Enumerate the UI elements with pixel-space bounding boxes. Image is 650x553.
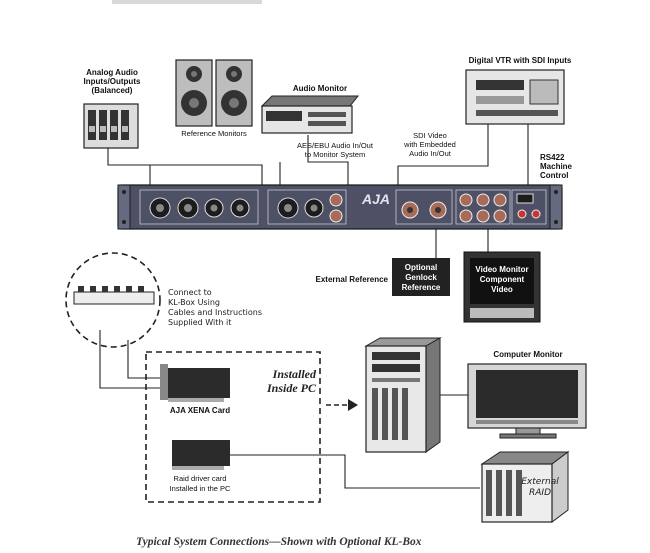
connect-kl-label-1: Connect to: [168, 288, 212, 297]
raid-driver-card: [172, 440, 230, 470]
digital-vtr-label: Digital VTR with SDI Inputs: [469, 56, 572, 65]
aes-ebu-label-2: to Monitor System: [305, 150, 365, 159]
external-raid-label-1: External: [521, 477, 559, 487]
audio-monitor-unit: [260, 95, 360, 134]
raid-card-label-2: Installed in the PC: [170, 484, 231, 493]
reference-monitors-label: Reference Monitors: [181, 129, 247, 138]
reference-monitor-speakers: [175, 59, 253, 127]
sdi-video-label-3: Audio In/Out: [409, 149, 452, 158]
genlock-label-3: Reference: [402, 283, 441, 292]
analog-audio-label-1: Analog Audio: [86, 68, 138, 77]
audio-monitor-label: Audio Monitor: [293, 84, 347, 93]
bnc-connectors: [329, 193, 507, 223]
connect-kl-label-3: Cables and Instructions: [168, 308, 262, 317]
xena-card: [160, 364, 230, 402]
kl-box-rack-panel: [117, 184, 563, 230]
kl-box-card-detail: [73, 286, 155, 305]
computer-monitor: [467, 363, 587, 439]
external-raid: [480, 451, 570, 523]
genlock-label-1: Optional: [405, 263, 437, 272]
installed-inside-pc-box: [145, 351, 321, 503]
rs422-label-1: RS422: [540, 153, 565, 162]
digital-vtr-unit: [465, 69, 565, 125]
external-reference-label: External Reference: [316, 275, 389, 284]
external-raid-label-2: RAID: [529, 488, 551, 498]
rs422-label-2: Machine: [540, 162, 573, 171]
raid-card-label-1: Raid driver card: [174, 474, 227, 483]
analog-audio-breakout: [83, 103, 139, 149]
computer-monitor-label: Computer Monitor: [493, 350, 562, 359]
installed-label-1: Installed: [272, 367, 317, 381]
analog-audio-label-3: (Balanced): [92, 86, 133, 95]
xlr-connectors: [149, 197, 324, 219]
rs422-label-3: Control: [540, 171, 568, 180]
connect-kl-label-4: Supplied With it: [168, 318, 231, 327]
video-monitor: [463, 251, 541, 323]
sdi-video-label-1: SDI Video: [413, 131, 447, 140]
diagram-caption: Typical System Connections—Shown with Op…: [136, 536, 422, 548]
aja-logo: AJA: [361, 191, 390, 207]
installed-label-2: Inside PC: [266, 381, 317, 395]
video-monitor-label-1: Video Monitor: [475, 265, 528, 274]
xena-card-label: AJA XENA Card: [170, 406, 230, 415]
aes-ebu-label-1: AES/EBU Audio In/Out: [297, 141, 374, 150]
top-fragment: [112, 0, 262, 4]
rs422-port: [516, 193, 541, 219]
genlock-box: [392, 258, 450, 296]
connect-kl-label-2: KL-Box Using: [168, 298, 220, 307]
pc-tower: [364, 337, 442, 453]
analog-audio-label-2: Inputs/Outputs: [84, 77, 141, 86]
sdi-video-label-2: with Embedded: [403, 140, 456, 149]
arrow-head-icon: [348, 399, 358, 411]
genlock-label-2: Genlock: [405, 273, 437, 282]
connection-wires: [99, 122, 529, 489]
kl-box-detail-circle: [65, 252, 161, 348]
video-monitor-label-3: Video: [491, 285, 513, 294]
video-monitor-label-2: Component: [480, 275, 525, 284]
